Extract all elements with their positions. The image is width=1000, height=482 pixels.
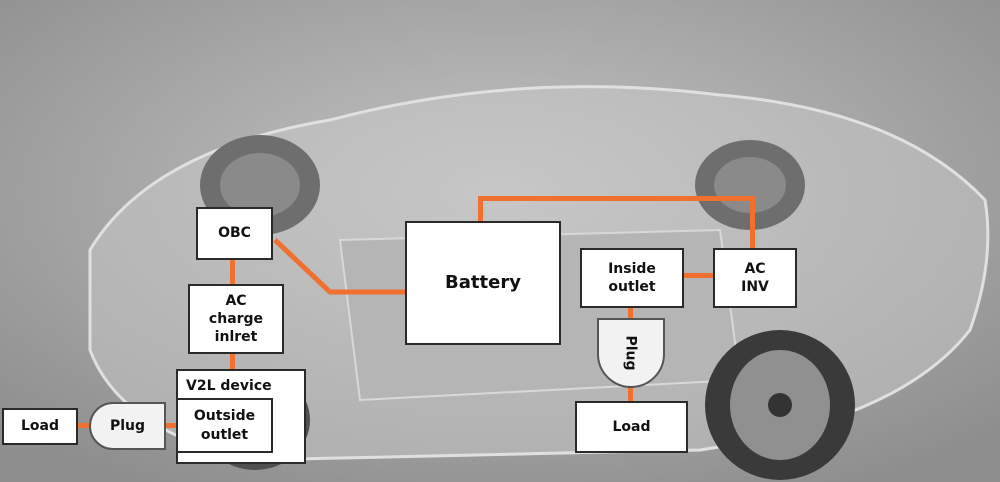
wire-battery-inv-top [478,196,754,201]
plug-left: Plug [89,402,166,450]
obc-label: OBC [218,225,251,242]
wire-obc-inlet [230,258,235,286]
wire-plug-outlet-left [164,423,178,428]
load-right-label: Load [612,418,651,435]
plug-right: Plug [597,318,665,388]
outside-outlet-label-1: Outside [193,408,256,425]
ac-charge-inlet-label-2: charge [208,310,264,327]
plug-left-label: Plug [109,418,146,434]
inside-outlet-box: Inside outlet [580,248,684,308]
ac-charge-inlet-label-3: inlret [214,329,258,346]
load-left-box: Load [2,408,78,445]
wire-obc-battery [273,238,406,295]
ac-inv-box: AC INV [713,248,797,308]
wire-inv-inside-outlet [683,273,713,278]
ac-inv-label-1: AC [744,260,766,277]
obc-box: OBC [196,207,273,260]
v2l-device-label: V2L device [186,378,272,394]
outside-outlet-label-2: outlet [200,426,249,443]
wire-outlet-plug-right [628,308,633,322]
plug-right-label: Plug [623,335,639,371]
wire-inv-down [750,196,755,248]
ac-inv-label-2: INV [741,279,769,295]
wire-battery-up [478,196,483,222]
wire-plug-load-right [628,386,633,402]
load-left-label: Load [20,418,59,435]
load-right-box: Load [575,401,688,453]
inside-outlet-label-2: outlet [608,279,656,295]
battery-box: Battery [405,221,561,345]
ac-charge-inlet-label-1: AC [225,292,247,309]
wire-load-plug-left [77,423,91,428]
outside-outlet-box: Outside outlet [176,398,273,453]
inside-outlet-label-1: Inside [608,260,656,277]
ac-charge-inlet-box: AC charge inlret [188,284,284,354]
wire-inlet-v2l [230,352,235,370]
battery-label: Battery [445,272,521,294]
